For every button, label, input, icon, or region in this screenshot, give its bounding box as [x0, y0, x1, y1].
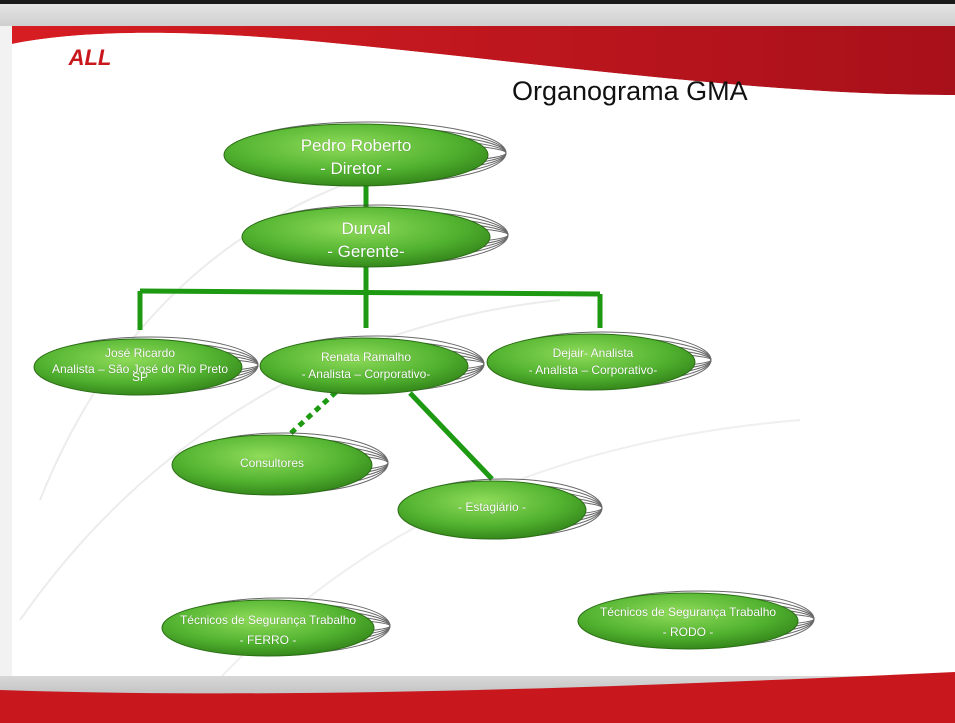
node-jose-shape — [33, 338, 243, 396]
node-renata-role: - Analista – Corporativo- — [301, 366, 431, 381]
node-consultores-shape — [171, 434, 373, 496]
node-dejair-shape — [486, 333, 696, 391]
node-jose: José Ricardo Analista – São José do Rio … — [36, 346, 244, 384]
node-shapes — [33, 121, 815, 657]
node-tec-ferro-title: Técnicos de Segurança Trabalho — [179, 613, 357, 627]
node-tec-rodo-title: Técnicos de Segurança Trabalho — [599, 605, 777, 619]
node-consultores: Consultores — [172, 456, 372, 471]
node-tec-rodo-shape — [577, 592, 799, 650]
connector-horizontal-bus — [139, 288, 601, 297]
connectors — [137, 186, 603, 481]
node-dejair-name: Dejair- Analista — [552, 346, 634, 360]
page-title: Organograma GMA — [512, 76, 748, 106]
node-manager-name: Durval — [341, 219, 391, 238]
node-estagiario-label: - Estagiário - — [457, 500, 527, 514]
node-dejair-role: - Analista – Corporativo- — [528, 362, 658, 377]
node-manager: Durval - Gerente- — [242, 219, 490, 261]
node-jose-name: José Ricardo — [104, 346, 176, 360]
logo-tagline: A gente nunca pára. — [141, 57, 231, 68]
node-director-shape — [223, 123, 489, 187]
node-dejair: Dejair- Analista - Analista – Corporativ… — [489, 346, 697, 378]
node-manager-shape — [241, 206, 491, 268]
node-director-name: Pedro Roberto — [300, 136, 412, 155]
node-estagiario: - Estagiário - — [398, 500, 586, 515]
node-jose-state: SP — [131, 369, 148, 384]
node-renata: Renata Ramalho - Analista – Corporativo- — [262, 350, 470, 382]
logo-oval — [55, 40, 125, 74]
node-consultores-label: Consultores — [239, 456, 305, 470]
node-renata-shape — [259, 337, 469, 395]
node-tec-ferro-unit: - FERRO - — [239, 632, 297, 647]
node-estagiario-shape — [397, 480, 587, 540]
node-jose-role: Analista – São José do Rio Preto — [51, 361, 229, 376]
node-manager-role: - Gerente- — [327, 241, 405, 261]
node-director-role: - Diretor - — [320, 158, 392, 178]
node-tec-rodo-unit: - RODO - — [662, 624, 714, 639]
node-tec-ferro-shape — [161, 599, 375, 657]
node-tec-rodo: Técnicos de Segurança Trabalho - RODO - — [578, 605, 798, 640]
header-band — [0, 0, 955, 26]
logo-company-name: AMÉRICA LATINA LOGÍSTICA — [126, 44, 276, 55]
connector-renata-estagiario — [408, 391, 494, 481]
node-director: Pedro Roberto - Diretor - — [226, 136, 486, 178]
node-renata-name: Renata Ramalho — [320, 350, 412, 364]
logo-mark: ALL — [68, 45, 112, 70]
node-tec-ferro: Técnicos de Segurança Trabalho - FERRO - — [162, 613, 374, 648]
connector-renata-consultores — [288, 390, 338, 436]
header-swoosh — [12, 26, 955, 96]
footer-swoosh — [0, 672, 955, 723]
